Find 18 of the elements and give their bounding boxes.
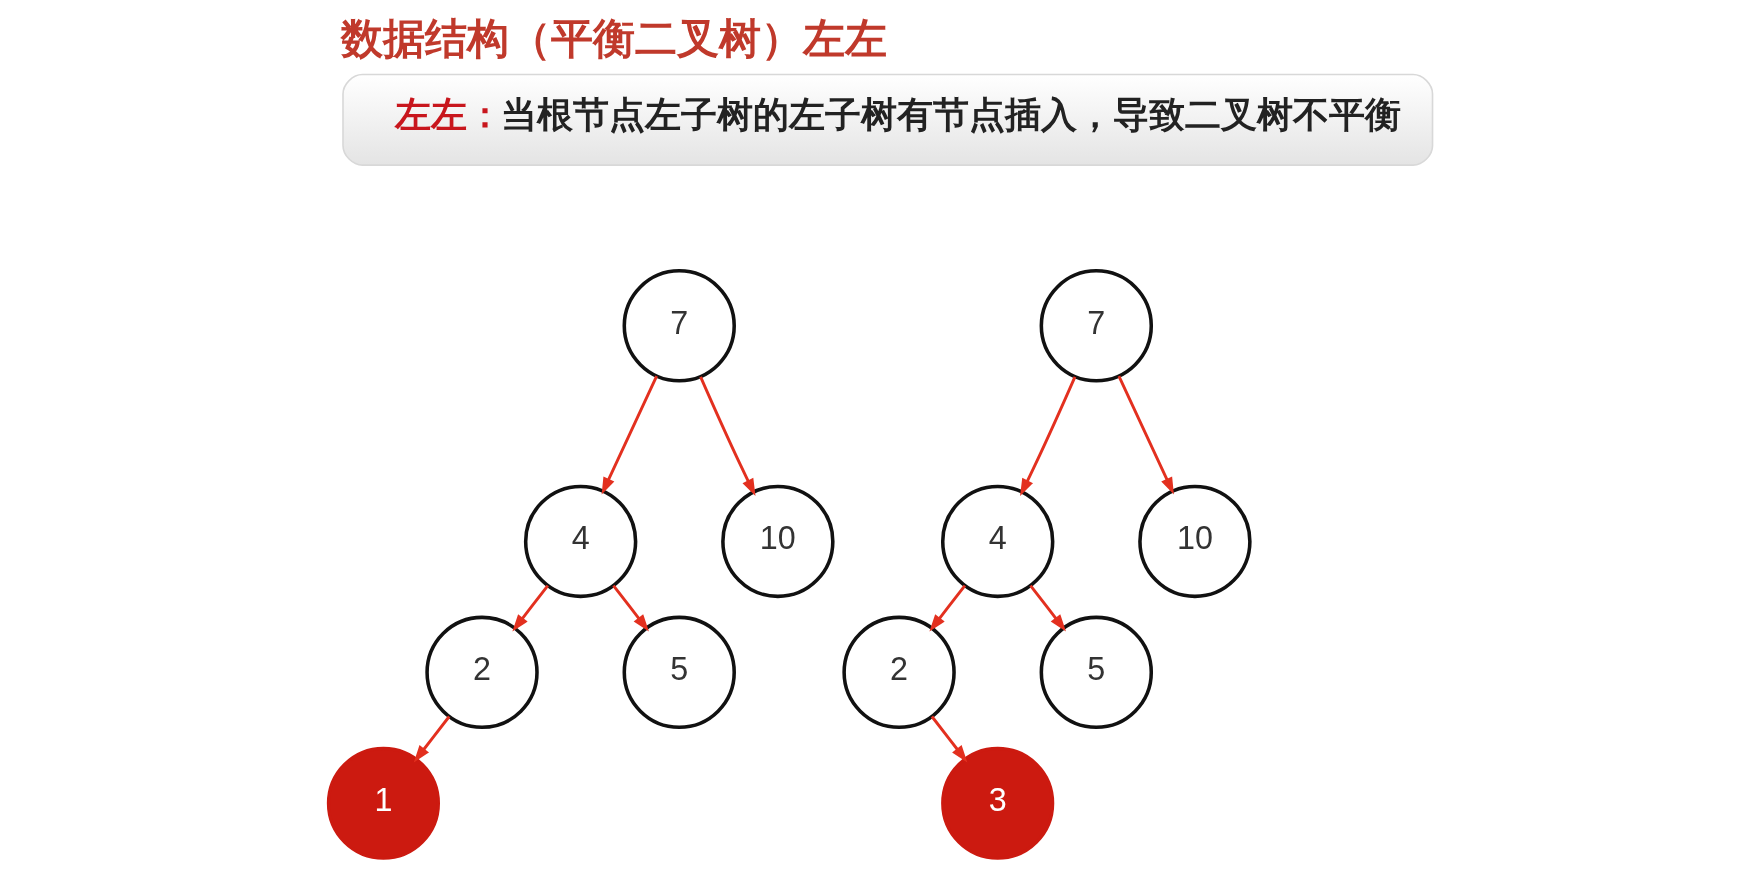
arrow (698, 376, 755, 496)
arrow (413, 715, 450, 763)
node-box: 左左：当根节点左子树的左子树有节点插入，导致二叉树不平衡 (341, 73, 1433, 166)
arrow (1019, 376, 1076, 496)
arrow (611, 584, 649, 632)
node-circle: 10 (1137, 484, 1252, 599)
diagram-title: 数据结构（平衡二叉树）左左 (340, 15, 887, 63)
node-circle: 4 (940, 484, 1054, 599)
node-circle: 4 (523, 484, 637, 599)
arrow (1117, 375, 1174, 495)
node-circle: 10 (720, 484, 835, 599)
arrow (511, 584, 549, 632)
arrow (1028, 584, 1066, 632)
node-circle: 7 (622, 269, 736, 383)
arrow (928, 584, 966, 632)
arrow (930, 715, 967, 763)
node-circle: 7 (1039, 269, 1153, 383)
arrow (601, 375, 658, 495)
